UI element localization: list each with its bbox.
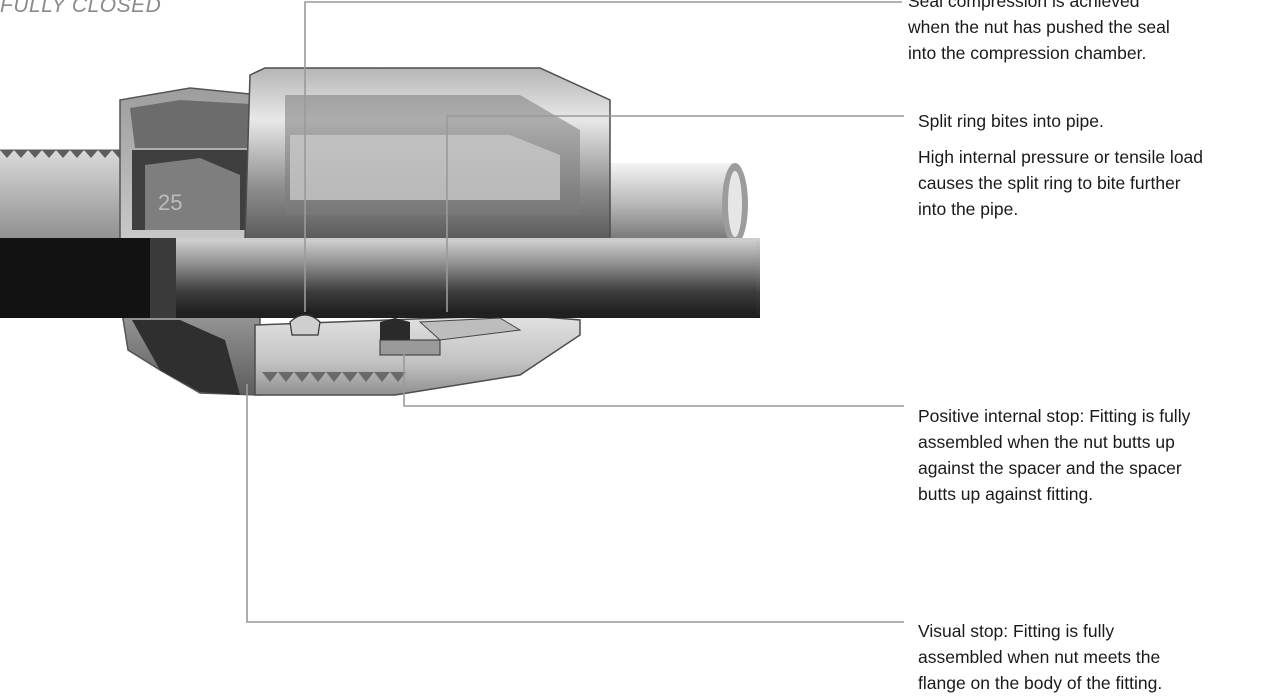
callout-line: against the spacer and the spacer	[918, 458, 1182, 478]
callout-line: when the nut has pushed the seal	[908, 17, 1170, 37]
thread-tooth	[358, 372, 374, 382]
callout-line: assembled when nut meets the	[918, 647, 1161, 667]
callout-line: Split ring bites into pipe.	[918, 111, 1104, 131]
callout-split-ring: Split ring bites into pipe. High interna…	[918, 108, 1280, 222]
callout-line: assembled when the nut butts up	[918, 432, 1175, 452]
thread-tooth	[84, 150, 98, 158]
leader-lines	[246, 1, 904, 623]
seal-and-split-ring	[289, 314, 522, 356]
thread-tooth	[342, 372, 358, 382]
thread-tooth	[42, 150, 56, 158]
thread-tooth	[278, 372, 294, 382]
callout-line: causes the split ring to bite further	[918, 173, 1181, 193]
callout-internal-stop: Positive internal stop: Fitting is fully…	[918, 403, 1280, 507]
callout-visual-stop: Visual stop: Fitting is fully assembled …	[918, 618, 1280, 696]
thread-tooth	[326, 372, 342, 382]
callout-line: Positive internal stop: Fitting is fully	[918, 406, 1191, 426]
compression-nut	[244, 67, 611, 396]
inner-pipe	[0, 238, 760, 318]
callout-line: into the pipe.	[918, 199, 1019, 219]
thread-tooth	[28, 150, 42, 158]
leader-seal	[304, 1, 902, 312]
leader-internal-stop	[403, 345, 904, 407]
callout-line: Seal compression is achieved	[908, 0, 1140, 11]
diagram-title: FULLY CLOSED	[0, 0, 162, 17]
callout-line: into the compression chamber.	[908, 43, 1147, 63]
callout-seal-compression: Seal compression is achieved when the nu…	[908, 0, 1268, 66]
thread-tooth	[0, 150, 14, 158]
leader-visual-stop	[246, 384, 904, 623]
thread-tooth	[294, 372, 310, 382]
thread-tooth	[98, 150, 112, 158]
callout-line: Visual stop: Fitting is fully	[918, 621, 1115, 641]
callout-line: High internal pressure or tensile load	[918, 147, 1204, 167]
thread-tooth	[390, 372, 406, 382]
fitting-size-label: 25	[158, 190, 182, 215]
thread-tooth	[310, 372, 326, 382]
thread-tooth	[374, 372, 390, 382]
thread-tooth	[70, 150, 84, 158]
thread-tooth	[14, 150, 28, 158]
thread-tooth	[56, 150, 70, 158]
callout-line: flange on the body of the fitting.	[918, 673, 1163, 693]
callout-line: butts up against fitting.	[918, 484, 1094, 504]
leader-split-ring	[446, 115, 904, 312]
thread-tooth	[262, 372, 278, 382]
